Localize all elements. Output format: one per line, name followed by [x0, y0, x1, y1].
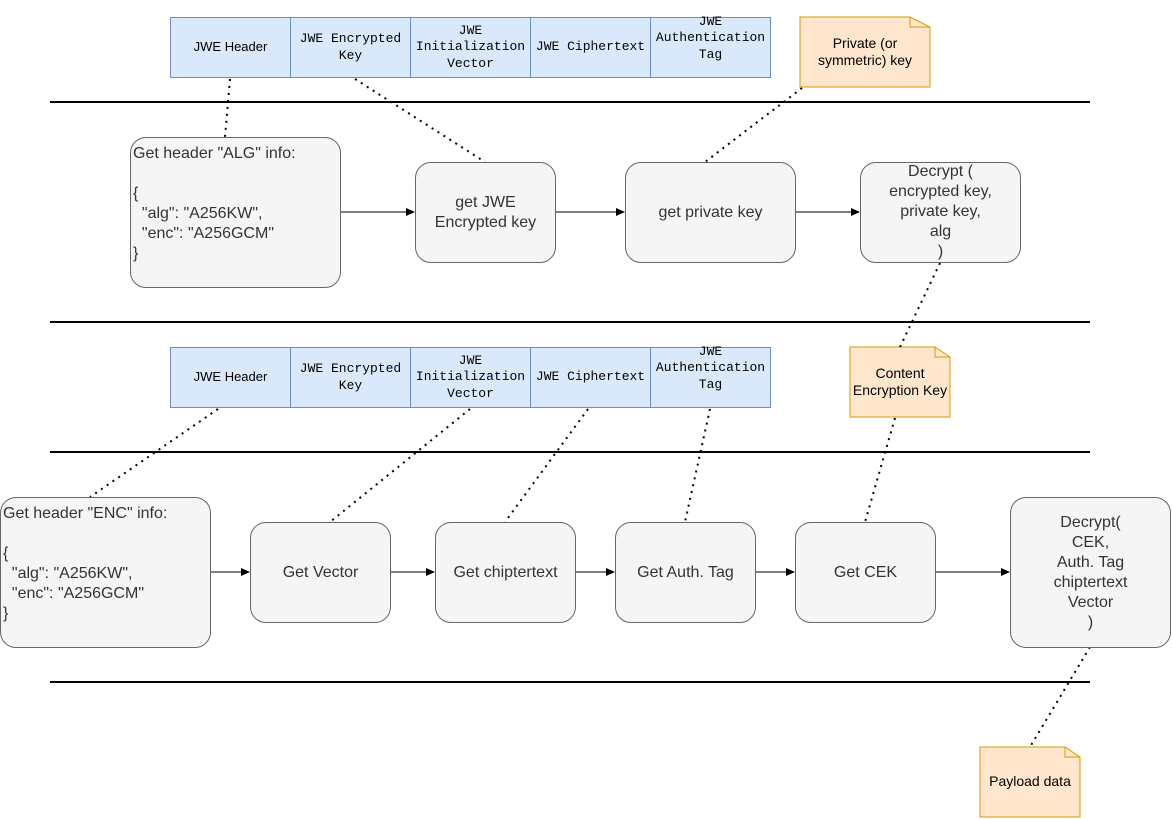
segment-label: JWE Encrypted Key	[299, 31, 402, 63]
dotted-link	[684, 408, 711, 523]
note-shape-private-key	[799, 16, 931, 88]
segment-label: JWE Encrypted Key	[299, 361, 402, 393]
segment-label: JWE Authentication Tag	[655, 344, 766, 392]
dotted-link	[704, 87, 803, 163]
note-fold	[934, 347, 950, 358]
dotted-link	[329, 408, 471, 523]
dotted-link	[899, 262, 941, 348]
segment-label: JWE Header	[193, 369, 268, 385]
segment-jwe-encrypted-key: JWE Encrypted Key	[290, 17, 411, 78]
note-fold	[1064, 747, 1080, 758]
decrypt-key-box: Decrypt ( encrypted key, private key, al…	[860, 162, 1021, 263]
get-ciphertext-box: Get chiptertext	[435, 522, 576, 623]
box-label: get JWE Encrypted key	[434, 193, 537, 231]
segment-jwe-ciphertext: JWE Ciphertext	[530, 17, 651, 78]
note-label: Payload data	[989, 773, 1071, 790]
box-label: Decrypt ( encrypted key, private key, al…	[889, 163, 992, 260]
get-private-key-box: get private key	[625, 162, 796, 263]
box-label: Get CEK	[833, 563, 898, 581]
note-shape-payload	[979, 746, 1081, 818]
get-enc-header-box: Get header "ENC" info: { "alg": "A256KW"…	[0, 497, 211, 648]
segment-label: JWE Header	[193, 39, 268, 55]
get-alg-header-box: Get header "ALG" info: { "alg": "A256KW"…	[130, 137, 341, 288]
segment-jwe-initialization-vector: JWE Initialization Vector	[410, 17, 531, 78]
box-label: Get header "ALG" info: { "alg": "A256KW"…	[133, 145, 296, 262]
segment-jwe-encrypted-key: JWE Encrypted Key	[290, 347, 411, 408]
box-label: Get Auth. Tag	[637, 563, 734, 581]
note-fold	[909, 17, 930, 28]
box-label: Get Vector	[282, 563, 359, 581]
note-label: Content Encryption Key	[852, 364, 948, 399]
segment-jwe-authentication-tag: JWE Authentication Tag	[650, 344, 771, 408]
segment-jwe-authentication-tag: JWE Authentication Tag	[650, 14, 771, 78]
box-label: Get header "ENC" info: { "alg": "A256KW"…	[3, 505, 168, 622]
segment-label: JWE Ciphertext	[535, 39, 646, 55]
dotted-link	[354, 78, 486, 163]
segment-label: JWE Initialization Vector	[415, 23, 526, 71]
box-label: Decrypt( CEK, Auth. Tag chiptertext Vect…	[1053, 513, 1128, 631]
note-shape-cek	[849, 346, 951, 418]
get-cek-box: Get CEK	[795, 522, 936, 623]
segment-jwe-ciphertext: JWE Ciphertext	[530, 347, 651, 408]
box-label: Get chiptertext	[453, 563, 558, 581]
dotted-link	[1029, 646, 1091, 748]
segment-jwe-header: JWE Header	[170, 347, 291, 408]
note-payload-data: Payload data	[980, 747, 1080, 817]
note-private-key: Private (or symmetric) key	[800, 17, 930, 87]
segment-label: JWE Authentication Tag	[655, 14, 766, 62]
dotted-link	[89, 408, 219, 498]
segment-label: JWE Ciphertext	[535, 369, 646, 385]
box-label: get private key	[658, 203, 763, 221]
note-content-encryption-key: Content Encryption Key	[850, 347, 950, 417]
get-auth-tag-box: Get Auth. Tag	[615, 522, 756, 623]
dotted-link	[224, 78, 231, 138]
segment-label: JWE Initialization Vector	[415, 353, 526, 401]
dotted-link	[864, 417, 896, 523]
segment-jwe-header: JWE Header	[170, 17, 291, 78]
get-encrypted-key-box: get JWE Encrypted key	[415, 162, 556, 263]
decrypt-payload-box: Decrypt( CEK, Auth. Tag chiptertext Vect…	[1010, 497, 1171, 648]
get-vector-box: Get Vector	[250, 522, 391, 623]
segment-jwe-initialization-vector: JWE Initialization Vector	[410, 347, 531, 408]
dotted-link	[504, 408, 589, 523]
note-label: Private (or symmetric) key	[817, 34, 913, 69]
